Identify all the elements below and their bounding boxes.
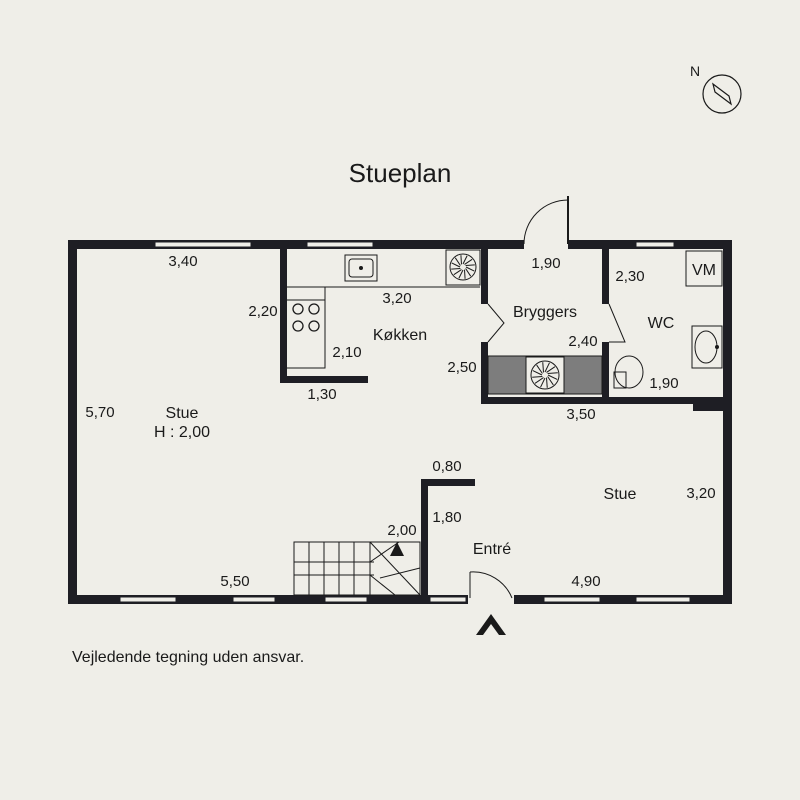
room-label-wc: WC — [648, 315, 675, 332]
wc-fixtures — [613, 250, 723, 389]
fan-blade — [465, 268, 472, 277]
dimension-label: 1,90 — [531, 255, 560, 272]
wall-left — [68, 240, 77, 604]
dimension-label: 1,90 — [649, 375, 678, 392]
fan-blade — [532, 376, 543, 378]
fan-blade — [546, 366, 556, 373]
fan-blade — [458, 269, 464, 279]
wall-top — [68, 240, 732, 249]
window — [306, 241, 374, 248]
dimension-label: 2,00 — [387, 522, 416, 539]
fan-blade — [464, 269, 466, 279]
dimension-label: 2,40 — [568, 333, 597, 350]
wall-bryggers-left — [481, 244, 488, 304]
disclaimer-text: Vejledende tegning uden ansvar. — [72, 649, 304, 666]
page-title: Stueplan — [349, 158, 452, 188]
fan-blade — [465, 264, 475, 266]
fan-blade — [534, 377, 544, 384]
fan-blade — [451, 262, 461, 268]
fan-blade — [451, 268, 461, 270]
fan-blade — [547, 372, 558, 374]
dimension-label: 1,30 — [307, 386, 336, 403]
water-heater-box — [685, 250, 723, 287]
wall-bottom — [68, 595, 732, 604]
fan-blade — [547, 376, 554, 386]
room-label-entre: Entré — [473, 541, 511, 558]
wall-entre-top — [421, 479, 475, 486]
dimension-label: 1,80 — [432, 509, 461, 526]
window — [543, 596, 601, 603]
dimension-label: 5,50 — [220, 573, 249, 590]
fan-blade — [462, 255, 468, 265]
wall-kitchen-left — [280, 244, 287, 382]
staircase — [293, 541, 421, 596]
window — [119, 596, 177, 603]
compass-icon — [702, 74, 742, 114]
entrance-door — [468, 571, 514, 606]
dimension-label: 5,70 — [85, 404, 114, 421]
window — [154, 241, 252, 248]
wall-corner-block — [693, 397, 727, 411]
stair-arrow-icon — [390, 542, 404, 556]
room-label-stue-right: Stue — [604, 486, 637, 503]
fan-blade — [464, 258, 473, 265]
room-label-stue: Stue — [166, 405, 199, 422]
stove-icon — [292, 303, 320, 332]
dimension-label: 3,20 — [686, 485, 715, 502]
wall-right-lower — [723, 396, 732, 604]
bryggers-doors — [487, 303, 626, 343]
fan-blade — [540, 377, 546, 388]
basin-icon — [694, 330, 718, 364]
wall-wc-left — [602, 244, 609, 304]
compass-north-label: N — [690, 63, 700, 79]
dimension-label: 2,30 — [615, 268, 644, 285]
utility-appliances — [487, 355, 603, 395]
fan-blade — [542, 362, 544, 373]
dimension-label: 3,20 — [382, 290, 411, 307]
window — [635, 241, 675, 248]
fan-blade — [532, 370, 543, 376]
window — [232, 596, 276, 603]
fan-blade — [453, 269, 462, 276]
room-label-bryggers: Bryggers — [513, 304, 577, 321]
dimension-label: 0,80 — [432, 458, 461, 475]
wc-basin — [691, 325, 723, 369]
room-label-stue-height: H : 2,00 — [154, 424, 210, 441]
fan-blade — [460, 255, 462, 265]
dimension-label: 2,50 — [447, 359, 476, 376]
window — [635, 596, 691, 603]
wall-kitchen-bottom — [280, 376, 368, 383]
wall-right-upper — [723, 240, 732, 406]
window — [429, 596, 467, 603]
toilet-icon — [613, 355, 644, 389]
extractor-fan-icon — [445, 249, 481, 286]
kitchen-counter — [287, 286, 480, 369]
fan-blade — [547, 374, 558, 380]
windows — [119, 241, 691, 603]
room-label-vm: VM — [692, 262, 716, 279]
walls — [68, 240, 732, 604]
entrance-arrow-icon — [476, 614, 506, 635]
dimension-label: 2,10 — [332, 344, 361, 361]
room-label-kokken: Køkken — [373, 327, 427, 344]
dimension-label: 4,90 — [571, 573, 600, 590]
wall-entre-left — [421, 479, 428, 601]
wall-bryggers-left-lower — [481, 342, 488, 404]
sink-icon — [344, 254, 378, 282]
fan-blade — [544, 362, 550, 373]
fan-blade — [536, 364, 543, 374]
dimension-label: 2,20 — [248, 303, 277, 320]
dimension-label: 3,50 — [566, 406, 595, 423]
fan-blade — [465, 266, 475, 272]
wall-wc-left-lower — [602, 342, 609, 404]
dimension-label: 3,40 — [168, 253, 197, 270]
back-door — [523, 196, 569, 251]
fan-icon — [530, 360, 560, 390]
fan-blade — [454, 257, 461, 266]
window — [324, 596, 368, 603]
fan-blade — [546, 377, 548, 388]
